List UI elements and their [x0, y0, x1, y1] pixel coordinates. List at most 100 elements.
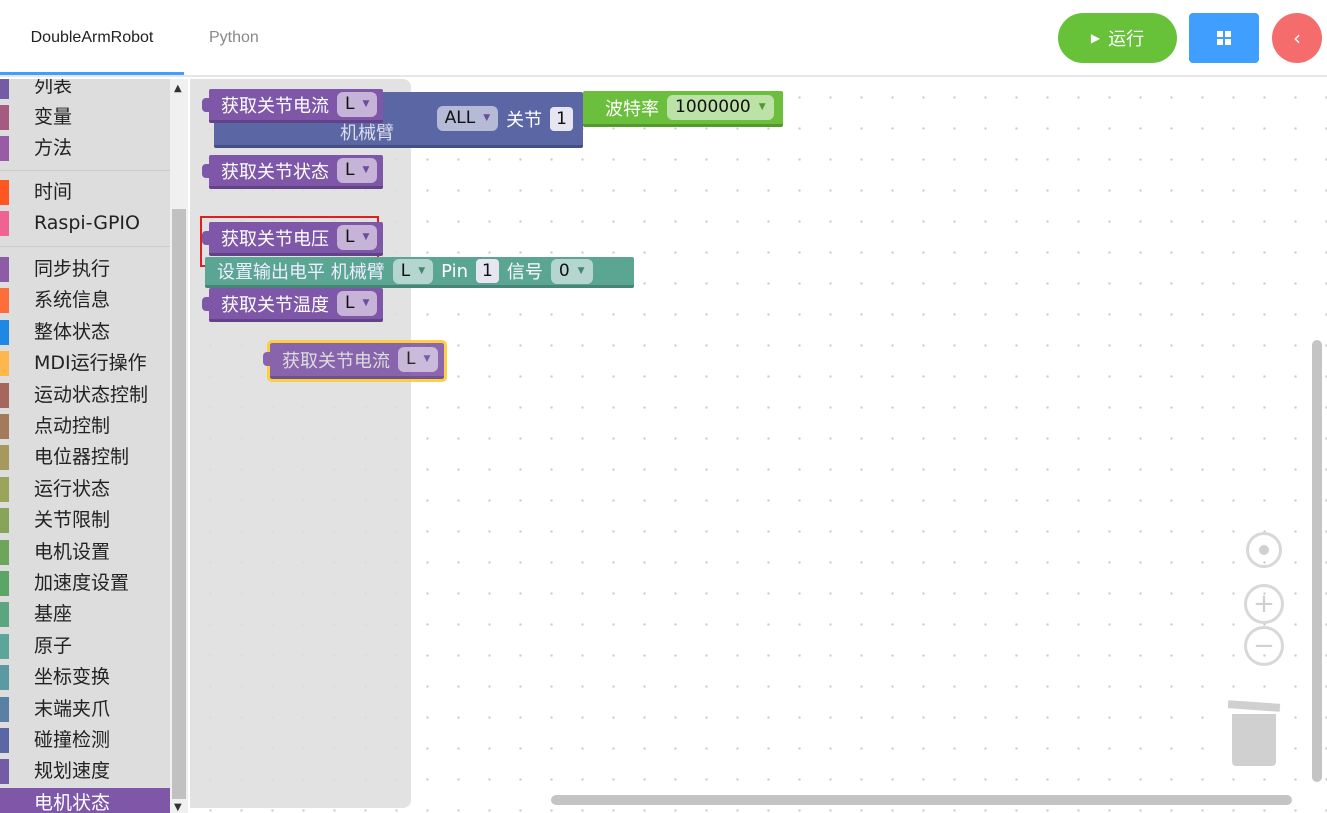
category-color-swatch — [0, 476, 9, 502]
sidebar-item-label: 运动状态控制 — [34, 383, 149, 406]
gpio-block[interactable]: 设置输出电平 机械臂 L▼ Pin 1 信号 0▼ — [205, 257, 634, 288]
category-color-swatch — [0, 539, 9, 565]
category-color-swatch — [0, 633, 9, 659]
sidebar-item-label: 原子 — [34, 634, 73, 657]
category-color-swatch — [0, 602, 9, 628]
sidebar-item[interactable]: 坐标变换 — [0, 662, 170, 693]
zoom-out-icon[interactable]: − — [1244, 626, 1284, 666]
sidebar-item-label: 时间 — [34, 181, 73, 203]
pin-input[interactable]: 1 — [476, 259, 499, 283]
block-label: 机械臂 — [340, 123, 394, 144]
arm-dropdown[interactable]: L▼ — [398, 347, 439, 372]
sidebar-item-label: 坐标变换 — [34, 666, 111, 689]
category-color-swatch — [0, 508, 9, 534]
baud-dropdown[interactable]: 1000000▼ — [667, 95, 774, 120]
baud-label: 波特率 — [605, 98, 659, 120]
sidebar-item[interactable]: 系统信息 — [0, 285, 170, 316]
trash-icon[interactable] — [1227, 696, 1281, 766]
sidebar-item[interactable]: 变量 — [0, 102, 170, 133]
category-color-swatch — [0, 105, 9, 130]
category-color-swatch — [0, 790, 9, 813]
signal-label: 信号 — [506, 262, 543, 283]
workspace-horizontal-scrollbar[interactable] — [551, 795, 1292, 805]
category-color-swatch — [0, 180, 9, 205]
arm-dropdown[interactable]: L▼ — [392, 258, 434, 284]
sidebar-item[interactable]: 电机状态 — [0, 787, 170, 813]
sidebar-item[interactable]: 点动控制 — [0, 411, 170, 442]
arm-dropdown[interactable]: L▼ — [337, 225, 378, 250]
scroll-up-icon[interactable]: ▲ — [174, 83, 182, 94]
sidebar-item[interactable]: 运行状态 — [0, 474, 170, 505]
sidebar-item-label: 电位器控制 — [34, 446, 130, 469]
sidebar-item-label: 末端夹爪 — [34, 697, 111, 720]
arm-dropdown[interactable]: L▼ — [337, 158, 378, 183]
sidebar-item[interactable]: 电位器控制 — [0, 442, 170, 473]
sidebar-item-label: 系统信息 — [34, 289, 111, 312]
pin-label: Pin — [441, 260, 469, 282]
sidebar-item-label: 电机设置 — [34, 540, 111, 563]
sidebar-item-label: 整体状态 — [34, 320, 111, 343]
tab-doublearmrobot[interactable]: DoubleArmRobot — [0, 0, 184, 75]
sidebar-item-label: 关节限制 — [34, 509, 111, 532]
sidebar-item[interactable]: 关节限制 — [0, 505, 170, 536]
header: DoubleArmRobot Python ▶运行 ‹ — [0, 0, 1327, 77]
sidebar-scroll-thumb[interactable] — [172, 209, 186, 799]
sidebar-item[interactable]: 基座 — [0, 599, 170, 630]
tab-python[interactable]: Python — [209, 29, 259, 46]
sidebar-item[interactable]: Raspi-GPIO — [0, 208, 170, 239]
arm-dropdown[interactable]: ALL▼ — [436, 106, 499, 131]
zoom-in-icon[interactable]: + — [1244, 584, 1284, 624]
baud-block[interactable]: 波特率 1000000▼ — [583, 91, 783, 127]
category-color-swatch — [0, 319, 9, 345]
category-sidebar: 列表变量方法时间 Raspi-GPIO 同步执行系统信息整体状态 MDI运行操作运动状… — [0, 79, 170, 813]
joint-input[interactable]: 1 — [550, 106, 573, 131]
joint-label: 关节 — [506, 109, 543, 131]
sidebar-item[interactable]: 同步执行 — [0, 254, 170, 285]
grid-button[interactable] — [1189, 13, 1259, 63]
sidebar-item[interactable]: 碰撞检测 — [0, 725, 170, 756]
category-color-swatch — [0, 728, 9, 753]
divider — [0, 246, 170, 247]
sidebar-item[interactable]: 列表 — [0, 79, 170, 102]
workspace-vertical-scrollbar[interactable] — [1312, 340, 1322, 782]
sidebar-item[interactable]: 原子 — [0, 631, 170, 662]
sidebar-item-label: MDI运行操作 — [34, 352, 147, 375]
sidebar-item[interactable]: 整体状态 — [0, 317, 170, 348]
sidebar-scrollbar[interactable]: ▲ ▼ — [170, 79, 188, 813]
sidebar-item[interactable]: 加速度设置 — [0, 568, 170, 599]
sidebar-item[interactable]: 方法 — [0, 133, 170, 164]
sidebar-item-label: 点动控制 — [34, 415, 111, 437]
category-color-swatch — [0, 79, 9, 99]
divider — [0, 170, 170, 171]
category-color-swatch — [0, 445, 9, 471]
arm-dropdown[interactable]: L▼ — [337, 291, 378, 316]
sidebar-item[interactable]: 末端夹爪 — [0, 694, 170, 725]
joint-block[interactable]: 机械臂 ALL▼ 关节 1 — [214, 92, 583, 148]
sidebar-item-label: Raspi-GPIO — [34, 212, 140, 234]
sidebar-item[interactable]: 规划速度 — [0, 756, 170, 787]
scroll-down-icon[interactable]: ▼ — [174, 802, 182, 813]
run-button[interactable]: ▶运行 — [1058, 13, 1177, 63]
sidebar-item[interactable]: 时间 — [0, 177, 170, 208]
sidebar-item[interactable]: 电机设置 — [0, 537, 170, 568]
sidebar-item-label: 同步执行 — [34, 258, 111, 280]
category-color-swatch — [0, 571, 9, 596]
category-color-swatch — [0, 696, 9, 722]
recenter-icon[interactable] — [1246, 532, 1282, 568]
back-button[interactable]: ‹ — [1272, 13, 1322, 63]
arm-dropdown[interactable]: L▼ — [337, 92, 378, 117]
signal-dropdown[interactable]: 0▼ — [550, 258, 593, 284]
sidebar-item[interactable]: 运动状态控制 — [0, 380, 170, 411]
category-color-swatch — [0, 211, 9, 236]
category-color-swatch — [0, 288, 9, 314]
sidebar-item[interactable]: MDI运行操作 — [0, 348, 170, 379]
dragging-block[interactable]: 获取关节电流 L▼ — [263, 340, 448, 382]
sidebar-item-label: 方法 — [34, 137, 73, 159]
category-color-swatch — [0, 136, 9, 161]
sidebar-item-label: 规划速度 — [34, 760, 111, 783]
